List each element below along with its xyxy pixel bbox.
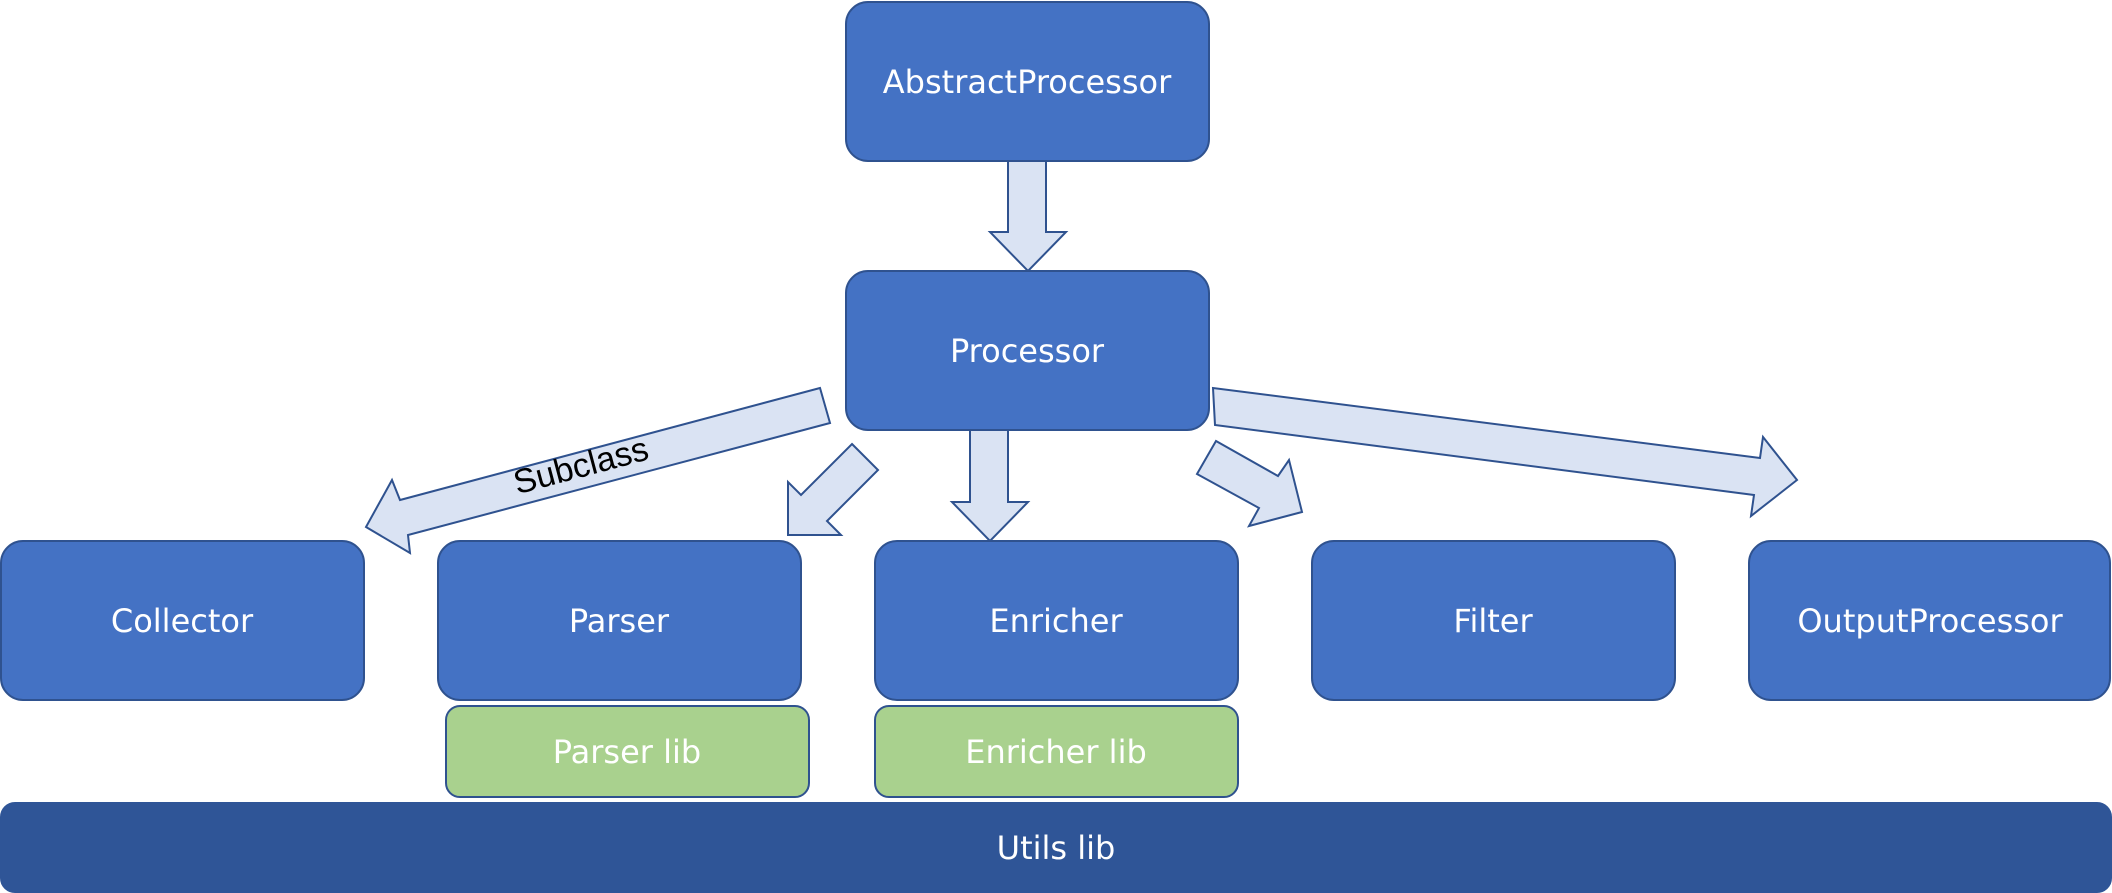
- node-label-parser: Parser: [569, 602, 670, 640]
- arrow-processor-to-outputprocessor: [1211, 386, 1799, 519]
- node-enricher-lib: Enricher lib: [874, 705, 1239, 798]
- node-label-parser-lib: Parser lib: [553, 733, 701, 771]
- node-utils-lib: Utils lib: [0, 802, 2112, 893]
- edge-label-subclass: Subclass: [509, 430, 652, 502]
- arrow-processor-to-enricher: [949, 429, 1031, 543]
- node-outputprocessor: OutputProcessor: [1748, 540, 2111, 701]
- node-processor: Processor: [845, 270, 1210, 431]
- node-label-collector: Collector: [111, 602, 254, 640]
- arrow-processor-to-parser: [787, 442, 880, 536]
- node-label-outputprocessor: OutputProcessor: [1797, 602, 2063, 640]
- node-abstractprocessor: AbstractProcessor: [845, 1, 1210, 162]
- node-label-processor: Processor: [950, 332, 1105, 370]
- node-label-utils-lib: Utils lib: [997, 829, 1116, 867]
- node-label-enricher-lib: Enricher lib: [965, 733, 1147, 771]
- node-parser-lib: Parser lib: [445, 705, 810, 798]
- node-label-abstractprocessor: AbstractProcessor: [883, 63, 1172, 101]
- node-filter: Filter: [1311, 540, 1676, 701]
- node-collector: Collector: [0, 540, 365, 701]
- node-label-enricher: Enricher: [989, 602, 1123, 640]
- node-enricher: Enricher: [874, 540, 1239, 701]
- arrow-processor-to-filter: [1195, 439, 1304, 528]
- arrow-abstractprocessor-to-processor: [987, 159, 1069, 273]
- arrow-processor-to-collector: Subclass: [364, 386, 832, 555]
- node-parser: Parser: [437, 540, 802, 701]
- node-label-filter: Filter: [1453, 602, 1533, 640]
